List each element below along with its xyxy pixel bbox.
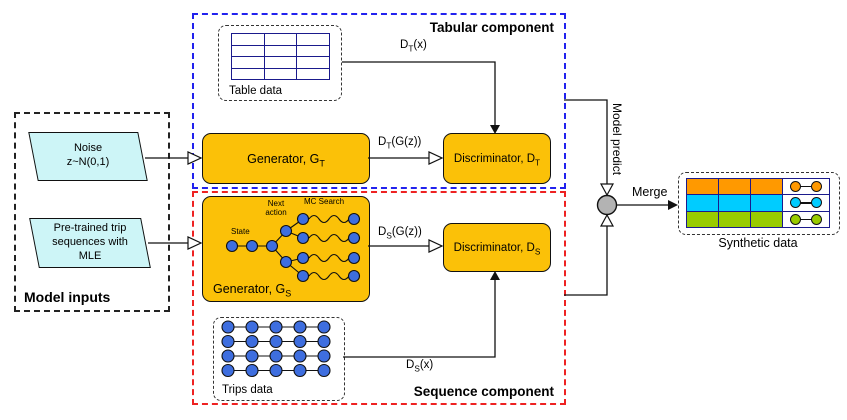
merge-to-synthetic-arrow bbox=[617, 200, 678, 210]
table-data-box: Table data bbox=[218, 25, 342, 101]
synthetic-data-table-icon bbox=[686, 178, 830, 228]
sequence-to-merge-connector bbox=[564, 213, 615, 296]
generator-gt-label: Generator, GT bbox=[247, 151, 325, 168]
synthetic-data-box bbox=[678, 172, 840, 235]
pretrained-input-label: Pre-trained trip sequences with MLE bbox=[52, 222, 128, 262]
merge-label: Merge bbox=[632, 185, 668, 199]
sequence-component-box: Sequence component bbox=[192, 191, 566, 405]
generator-gt-box: Generator, GT bbox=[202, 133, 370, 184]
state-label: State bbox=[231, 227, 250, 236]
table-data-label: Table data bbox=[229, 85, 283, 97]
noise-input-parallelogram: Noise z~N(0,1) bbox=[28, 132, 148, 181]
generator-gs-label: Generator, GS bbox=[213, 282, 292, 299]
green-node-pair bbox=[783, 211, 829, 227]
discriminator-dt-box: Discriminator, DT bbox=[443, 133, 551, 184]
model-inputs-title: Model inputs bbox=[24, 289, 111, 305]
pretrained-input-parallelogram: Pre-trained trip sequences with MLE bbox=[29, 218, 151, 268]
model-inputs-box: Model inputs bbox=[14, 112, 170, 312]
next-action-label: Next action bbox=[265, 199, 287, 217]
model-predict-label: Model predict bbox=[610, 103, 624, 176]
table-data-grid-icon bbox=[231, 33, 330, 80]
mc-search-label: MC Search bbox=[304, 197, 345, 206]
synthetic-data-label: Synthetic data bbox=[718, 236, 798, 250]
trips-data-box: Trips data bbox=[213, 317, 345, 401]
sequence-component-title: Sequence component bbox=[413, 384, 554, 399]
ds-x-label: DS(x) bbox=[406, 359, 434, 374]
discriminator-ds-box: Discriminator, DS bbox=[443, 223, 551, 272]
dt-gz-label: DT(G(z)) bbox=[378, 136, 422, 151]
tabular-component-title: Tabular component bbox=[429, 20, 554, 35]
discriminator-dt-label: Discriminator, DT bbox=[453, 152, 541, 167]
noise-input-label: Noise z~N(0,1) bbox=[66, 142, 110, 168]
tabular-to-merge-connector bbox=[564, 99, 615, 197]
dt-x-label: DT(x) bbox=[400, 39, 427, 54]
generator-gs-box: Generator, GS bbox=[202, 196, 370, 302]
ds-gz-label: DS(G(z)) bbox=[378, 226, 422, 241]
discriminator-ds-label: Discriminator, DS bbox=[453, 241, 541, 256]
cyan-node-pair bbox=[783, 195, 829, 211]
orange-node-pair bbox=[783, 179, 829, 195]
trips-data-label: Trips data bbox=[222, 384, 273, 396]
